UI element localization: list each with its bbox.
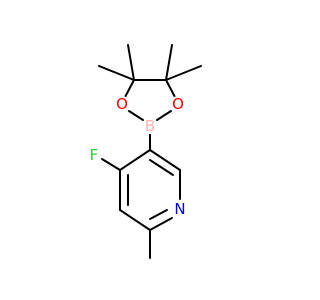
oxygen-left-atom: O — [114, 95, 130, 113]
oxygen-right-label: O — [172, 95, 184, 113]
nitrogen-atom: N — [172, 200, 188, 218]
bond-c4-f — [101, 158, 121, 171]
fluorine-atom: F — [86, 146, 102, 164]
bonds — [98, 44, 202, 259]
bond-oright-b — [156, 110, 172, 121]
bond-c5-c6-double — [149, 159, 174, 176]
oxygen-right-atom: O — [170, 95, 186, 113]
boron-atom: B — [142, 117, 158, 135]
oxygen-left-label: O — [116, 95, 128, 113]
atom-labels: O O B F N — [86, 95, 188, 218]
bond-c5-c6 — [149, 149, 181, 171]
bond-oleft-b — [128, 110, 144, 121]
bond-c2-methyl-right — [165, 65, 202, 81]
bond-n-c2ring — [149, 217, 173, 231]
bond-c5-c4 — [119, 149, 151, 171]
bond-c1-oleft — [123, 79, 135, 100]
bond-n-c2ring-double — [149, 209, 168, 220]
molecule-structure: O O B F N — [86, 44, 202, 259]
boron-label: B — [145, 117, 155, 135]
fluorine-label: F — [90, 146, 99, 164]
bond-c2-oright — [165, 79, 177, 100]
bond-c1-methyl-left — [98, 65, 135, 81]
bond-c2ring-c3 — [119, 209, 151, 231]
nitrogen-label: N — [174, 200, 185, 218]
bond-c1-methyl-up — [127, 44, 135, 81]
bond-c2-methyl-up — [165, 44, 173, 81]
